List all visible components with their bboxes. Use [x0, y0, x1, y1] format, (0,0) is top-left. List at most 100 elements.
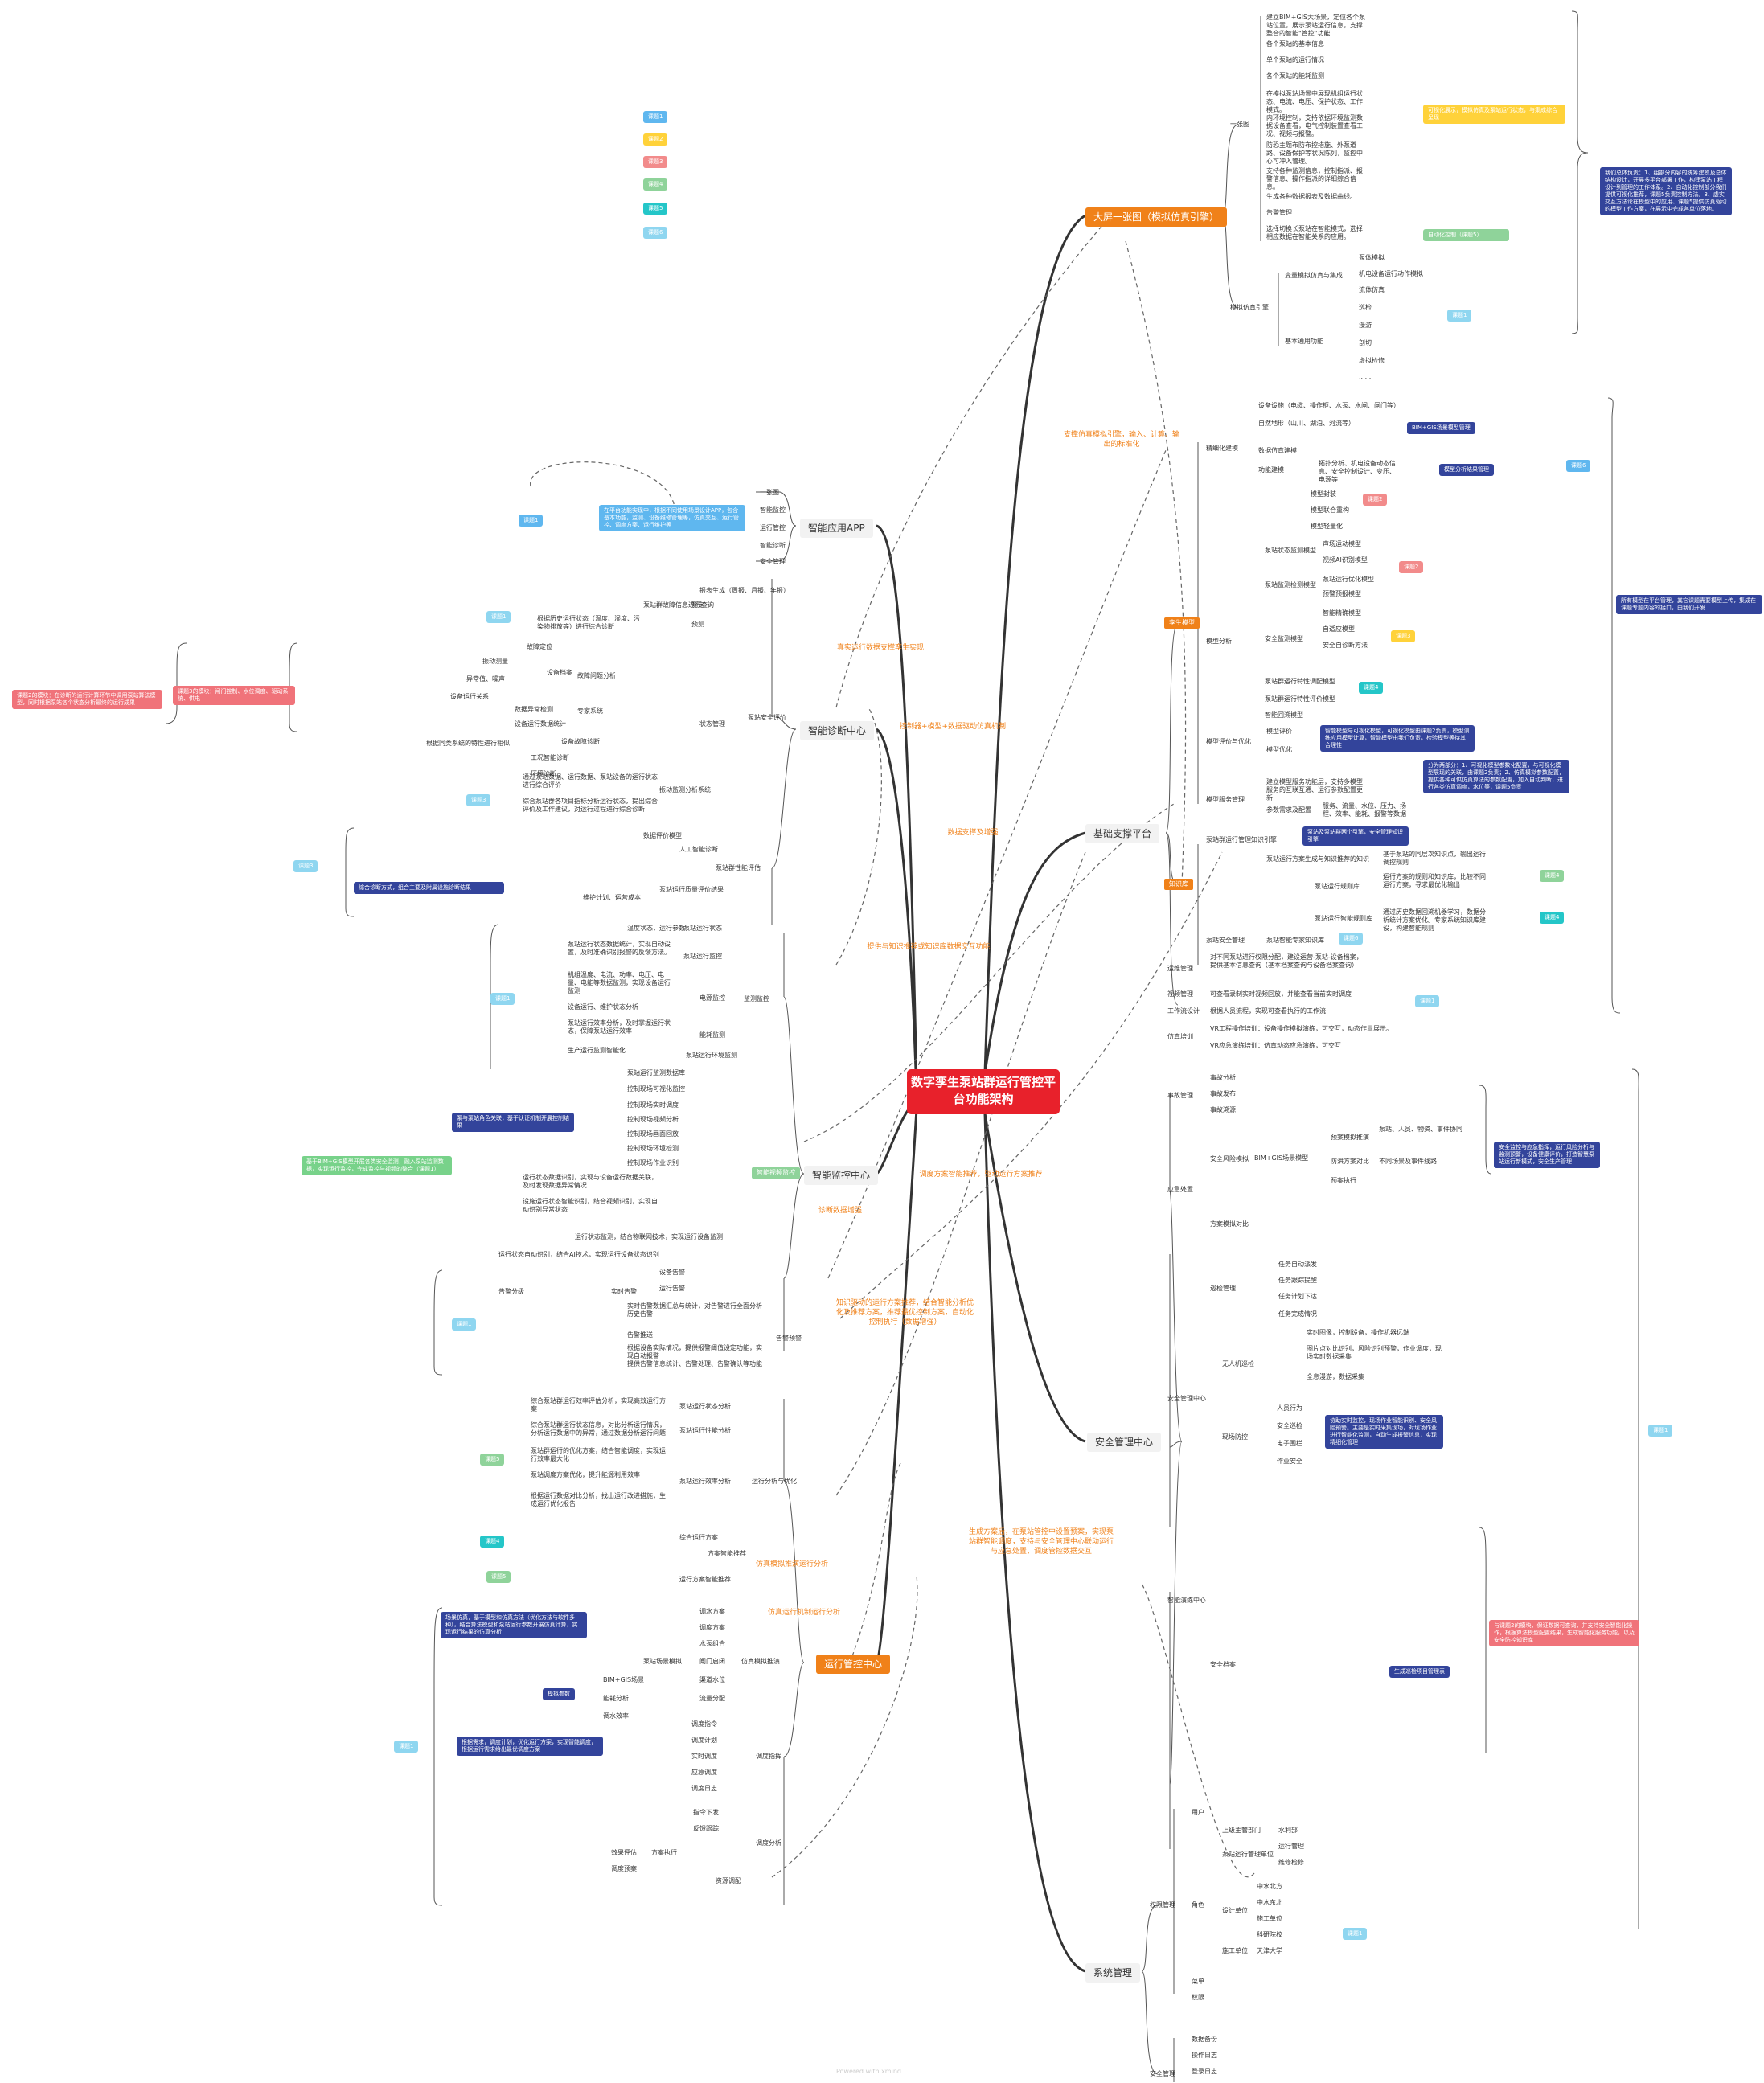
diag-item: 测定: [691, 601, 704, 609]
legend-topic-3: 课题3: [643, 156, 668, 168]
video-item: 控制现场环境检测: [627, 1145, 679, 1152]
system-perm[interactable]: 权限管理: [1150, 1901, 1175, 1909]
op-dispatch-item: 调度预案: [611, 1865, 637, 1872]
op-sim-item: 调水效率: [603, 1712, 629, 1720]
diag-item: 故障问题分析: [577, 672, 616, 679]
base-twin-model[interactable]: 孪生模型: [1164, 617, 1200, 629]
diag-item: 数据异常检测: [515, 706, 553, 713]
security-accident[interactable]: 事故管理: [1167, 1092, 1193, 1099]
system-security[interactable]: 安全管理: [1150, 2070, 1175, 2077]
security-emergency[interactable]: 应急处置: [1167, 1186, 1193, 1193]
security-center[interactable]: 安全管理中心: [1167, 1395, 1206, 1402]
operation-note-2: 模拟参数: [543, 1688, 575, 1700]
video-item: 运行状态自动识别，结合AI技术，实现运行设备状态识别: [498, 1251, 659, 1258]
analysis-item: 泵站监测检测模型: [1265, 581, 1316, 588]
app-topic-1: 课题1: [519, 515, 544, 527]
model-extra: 拓扑分析、机电设备动态信息、安全控制设计、变压、电源等: [1319, 460, 1396, 483]
monitoring-video[interactable]: 智能视频监控: [752, 1167, 800, 1179]
operation-dispatch[interactable]: 调度指挥: [756, 1753, 781, 1760]
base-service[interactable]: 模型服务管理: [1206, 796, 1245, 803]
analysis-item: 泵站群运行特性评价模型: [1265, 695, 1335, 703]
operation-note-3: 根据需求，调度计划，优化运行方案，实现智能调度，根据运行需求给出最优调度方案: [457, 1737, 603, 1756]
system-user-item: 中水东北: [1257, 1899, 1282, 1906]
security-field[interactable]: 现场防控: [1222, 1433, 1248, 1441]
branch-system[interactable]: 系统管理: [1085, 1963, 1141, 1983]
sim-sub: 漫游: [1359, 322, 1372, 329]
system-security-item: 数据备份: [1192, 2036, 1217, 2043]
monitoring-main[interactable]: 监测监控: [744, 995, 769, 1003]
diag-item: 环境诊断: [531, 770, 556, 777]
op-sim-item: 水泵组合: [699, 1640, 725, 1647]
base-eval[interactable]: 模型评价与优化: [1206, 738, 1251, 745]
monitor-item: 泵站运行状态数据统计，实现自动设置，及时准确识别报警的反馈方法。: [568, 941, 671, 956]
diag-item: 振动测量: [482, 658, 508, 665]
branch-monitoring[interactable]: 智能监控中心: [804, 1166, 879, 1185]
branch-app[interactable]: 智能应用APP: [800, 519, 873, 538]
central-topic[interactable]: 数字孪生泵站群运行管控平台功能架构: [907, 1069, 1060, 1114]
diag-item: 根据历史运行状态（温度、湿度、污染物排放等）进行综合诊断: [537, 615, 640, 630]
branch-base-platform[interactable]: 基础支撑平台: [1085, 824, 1160, 843]
monitoring-alarm[interactable]: 告警预警: [776, 1335, 802, 1342]
analysis-item: 智能回溯模型: [1265, 711, 1303, 719]
system-role: 菜单: [1192, 1978, 1204, 1985]
ops-desc: 对不同泵站进行权限分配，建设运营-泵站-设备档案，提供基本信息查询（基本档案查询…: [1210, 953, 1363, 969]
sim-sub: 机电设备运行动作模拟: [1359, 270, 1423, 277]
op-analysis-item: 泵站调度方案优化，提升能源利用效率: [531, 1471, 640, 1478]
video-item: 设施运行状态智能识别，结合视频识别，实现自动识别异常状态: [523, 1198, 658, 1213]
security-person[interactable]: 无人机巡检: [1222, 1360, 1254, 1367]
ops-item[interactable]: 视频管理: [1167, 990, 1193, 998]
ops-topic-1: 课题1: [1415, 995, 1440, 1007]
op-analysis-item: 运行方案智能推荐: [679, 1576, 731, 1583]
operation-plan[interactable]: 方案智能推荐: [708, 1550, 746, 1557]
ops-item[interactable]: 工作流设计: [1167, 1007, 1200, 1015]
ops-item[interactable]: 运维管理: [1167, 965, 1193, 972]
model-item: 精细化建模: [1206, 445, 1238, 452]
perf-item: 综合泵站群各项目指标分析运行状态，提出综合评价及工作建议，对运行过程进行综合诊断: [523, 798, 658, 813]
base-analysis[interactable]: 模型分析: [1206, 638, 1232, 645]
monitor-topic-1: 课题1: [490, 993, 515, 1005]
legend-topic-5: 课题5: [643, 203, 668, 215]
knowledge-topic-5: 课题4: [1540, 870, 1565, 882]
alarm-topic-1: 课题1: [452, 1318, 477, 1331]
analysis-item: 智能精确模型: [1323, 609, 1361, 617]
relationship-label: 知识驱动的运行方案推荐，结合智能分析优化及推荐方案，推荐最优控制方案，自动化控制…: [835, 1299, 974, 1326]
op-dispatch-item: 实时调度: [691, 1753, 717, 1760]
branch-security[interactable]: 安全管理中心: [1087, 1433, 1162, 1452]
system-user: 设计单位: [1222, 1907, 1248, 1914]
diagnosis-performance[interactable]: 泵站群性能评估: [716, 864, 761, 871]
security-check[interactable]: 巡检管理: [1210, 1285, 1236, 1292]
security-archive[interactable]: 安全档案: [1210, 1661, 1236, 1668]
diagnosis-security-eval[interactable]: 泵站安全评价: [748, 714, 786, 721]
ops-item[interactable]: 仿真培训: [1167, 1033, 1193, 1040]
check-item: 任务完成情况: [1278, 1310, 1317, 1318]
alarm-item: 运行告警: [659, 1285, 685, 1292]
knowledge-note: 运行方案的规则和知识库，比较不同运行方案，寻求最优化输出: [1383, 873, 1486, 888]
system-security-item: 操作日志: [1192, 2052, 1217, 2059]
branch-diagnosis[interactable]: 智能诊断中心: [800, 721, 875, 740]
alarm-item: 历史告警: [627, 1310, 653, 1318]
perf-item: 维护计划、运营成本: [583, 894, 641, 901]
op-dispatch-item: 调度指令: [691, 1720, 717, 1728]
analysis-item: 安全监测模型: [1265, 635, 1303, 642]
operation-topic-5b: 课题5: [486, 1571, 511, 1583]
knowledge-item: 泵站智能专家知识库: [1266, 937, 1324, 944]
dashboard-sim-engine[interactable]: 模拟仿真引擎: [1230, 304, 1269, 311]
security-drill[interactable]: 智能演练中心: [1167, 1597, 1206, 1604]
sim-sub: 巡检: [1359, 304, 1372, 311]
alarm-item: 实时告警数据汇总与统计，对告警进行全面分析: [627, 1302, 762, 1310]
accident-item: 事故分析: [1210, 1074, 1236, 1081]
model-item: 设备设施（电缆、操作柜、水泵、水闸、闸门等）: [1258, 402, 1400, 409]
operation-analysis[interactable]: 运行分析与优化: [752, 1478, 797, 1485]
operation-sim[interactable]: 仿真模拟推演: [741, 1658, 780, 1665]
analysis-item: 泵站群运行特性调配模型: [1265, 678, 1335, 685]
dashboard-item: 支持各种监测信息，控制指派、报警信息、操作指派的详细综合信息。: [1266, 167, 1363, 191]
branch-dashboard[interactable]: 大屏一张图（模拟仿真引擎）: [1085, 207, 1228, 227]
op-sim-item: BIM+GIS场景: [603, 1676, 645, 1683]
dashboard-yizhangtu[interactable]: 一张图: [1230, 121, 1249, 128]
diagnosis-note-red-2: 课题2的模块：在诊断的运行计算环节中调用泵站算法模型，同时根据泵站各个状态分析最…: [12, 690, 162, 709]
note-topic-4: 课题4: [1359, 682, 1384, 694]
branch-operation[interactable]: 运行管控中心: [816, 1655, 891, 1674]
base-knowledge[interactable]: 知识库: [1164, 879, 1193, 890]
monitor-item: 泵站运行效率分析，及时掌握运行状态，保障泵站运行效率: [568, 1019, 671, 1035]
alarm-item: 告警推送: [627, 1331, 653, 1339]
